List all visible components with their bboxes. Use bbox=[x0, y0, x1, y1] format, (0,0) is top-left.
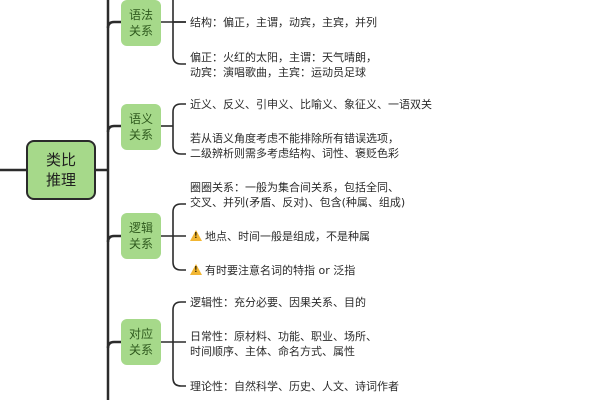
leaf-text: 圈圈关系：一般为集合间关系，包括全同、 bbox=[190, 181, 399, 194]
branch-label-line1: 逻辑 bbox=[128, 221, 153, 235]
leaf-item: 若从语义角度考虑不能排除所有错误选项， 二级辨析则需多考虑结构、词性、褒贬色彩 bbox=[190, 131, 399, 161]
leaf-text: 理论性：自然科学、历史、人文、诗词作者 bbox=[190, 380, 399, 393]
leaf-text: 有时要注意名词的特指 or 泛指 bbox=[205, 264, 356, 277]
leaf-item: 圈圈关系：一般为集合间关系，包括全同、 交叉、并列(矛盾、反对)、包含(种属、组… bbox=[190, 180, 405, 210]
branch-label-line1: 语义 bbox=[128, 112, 153, 126]
branch-node-logic[interactable]: 逻辑 关系 bbox=[121, 213, 161, 259]
leaf-item: 逻辑性：充分必要、因果关系、目的 bbox=[190, 295, 366, 310]
root-label-line1: 类比 bbox=[45, 151, 76, 169]
branch-node-correspondence[interactable]: 对应 关系 bbox=[121, 319, 161, 365]
leaf-item: 有时要注意名词的特指 or 泛指 bbox=[190, 263, 355, 278]
branch-label-line2: 关系 bbox=[128, 24, 153, 38]
leaf-text: 时间顺序、主体、命名方式、属性 bbox=[190, 345, 355, 358]
leaf-item: 结构：偏正，主谓，动宾，主宾，并列 bbox=[190, 15, 377, 30]
leaf-text: 二级辨析则需多考虑结构、词性、褒贬色彩 bbox=[190, 147, 399, 160]
warning-icon bbox=[190, 230, 202, 241]
root-node[interactable]: 类比 推理 bbox=[26, 140, 96, 200]
branch-node-grammar[interactable]: 语法 关系 bbox=[121, 0, 161, 46]
branch-label-line1: 对应 bbox=[128, 327, 153, 341]
leaf-text: 交叉、并列(矛盾、反对)、包含(种属、组成) bbox=[190, 196, 406, 209]
warning-icon bbox=[190, 264, 202, 275]
leaf-text: 动宾：演唱歌曲，主宾：运动员足球 bbox=[190, 66, 366, 79]
branch-node-semantic[interactable]: 语义 关系 bbox=[121, 104, 161, 150]
leaf-text: 地点、时间一般是组成，不是种属 bbox=[205, 230, 370, 243]
leaf-item: 近义、反义、引申义、比喻义、象征义、一语双关 bbox=[190, 97, 432, 112]
branch-label-line2: 关系 bbox=[128, 237, 153, 251]
leaf-item: 理论性：自然科学、历史、人文、诗词作者 bbox=[190, 379, 399, 394]
leaf-text: 若从语义角度考虑不能排除所有错误选项， bbox=[190, 132, 399, 145]
leaf-text: 偏正：火红的太阳，主谓：天气晴朗， bbox=[190, 51, 377, 64]
branch-label-line2: 关系 bbox=[128, 128, 153, 142]
leaf-text: 近义、反义、引申义、比喻义、象征义、一语双关 bbox=[190, 98, 432, 111]
leaf-text: 逻辑性：充分必要、因果关系、目的 bbox=[190, 296, 366, 309]
leaf-item: 地点、时间一般是组成，不是种属 bbox=[190, 229, 370, 244]
leaf-text: 日常性：原材料、功能、职业、场所、 bbox=[190, 330, 377, 343]
branch-label-line1: 语法 bbox=[128, 8, 153, 22]
root-label-line2: 推理 bbox=[45, 171, 76, 189]
leaf-item: 日常性：原材料、功能、职业、场所、 时间顺序、主体、命名方式、属性 bbox=[190, 329, 377, 359]
leaf-text: 结构：偏正，主谓，动宾，主宾，并列 bbox=[190, 16, 377, 29]
leaf-item: 偏正：火红的太阳，主谓：天气晴朗， 动宾：演唱歌曲，主宾：运动员足球 bbox=[190, 50, 377, 80]
branch-label-line2: 关系 bbox=[128, 343, 153, 357]
